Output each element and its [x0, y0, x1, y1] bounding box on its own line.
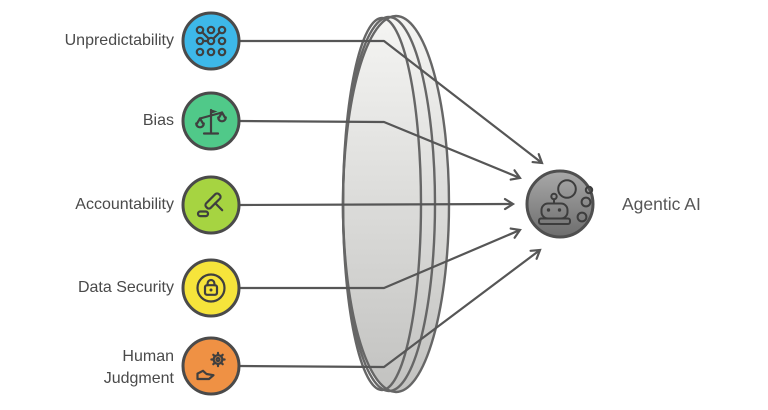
label-unpredictability: Unpredictability — [64, 32, 174, 49]
padlock-icon — [181, 258, 241, 318]
robot-icon — [538, 179, 594, 225]
arrows — [238, 39, 544, 369]
label-accountability: Accountability — [75, 196, 174, 213]
label-human-judgment: Human Judgment — [103, 348, 174, 387]
arrow-bias — [238, 119, 522, 181]
arrow-data-security — [239, 227, 522, 290]
gear-hand-icon — [181, 336, 241, 396]
label-agentic-ai: Agentic AI — [622, 194, 701, 214]
gavel-icon — [181, 175, 241, 235]
agentic-ai-node — [525, 169, 595, 239]
network-nodes-icon — [181, 11, 241, 71]
arrow-unpredictability — [239, 39, 544, 165]
label-bias: Bias — [142, 112, 174, 129]
padlock-glyph — [196, 273, 226, 303]
balance-scale-glyph — [195, 108, 227, 135]
gear-hand-glyph — [196, 351, 226, 381]
arrow-accountability — [238, 197, 516, 211]
balance-scale-icon — [181, 91, 241, 151]
label-data-security: Data Security — [77, 279, 174, 296]
arrow-human-judgment — [238, 248, 542, 369]
gavel-glyph — [196, 192, 224, 218]
network-nodes-glyph — [195, 25, 227, 57]
